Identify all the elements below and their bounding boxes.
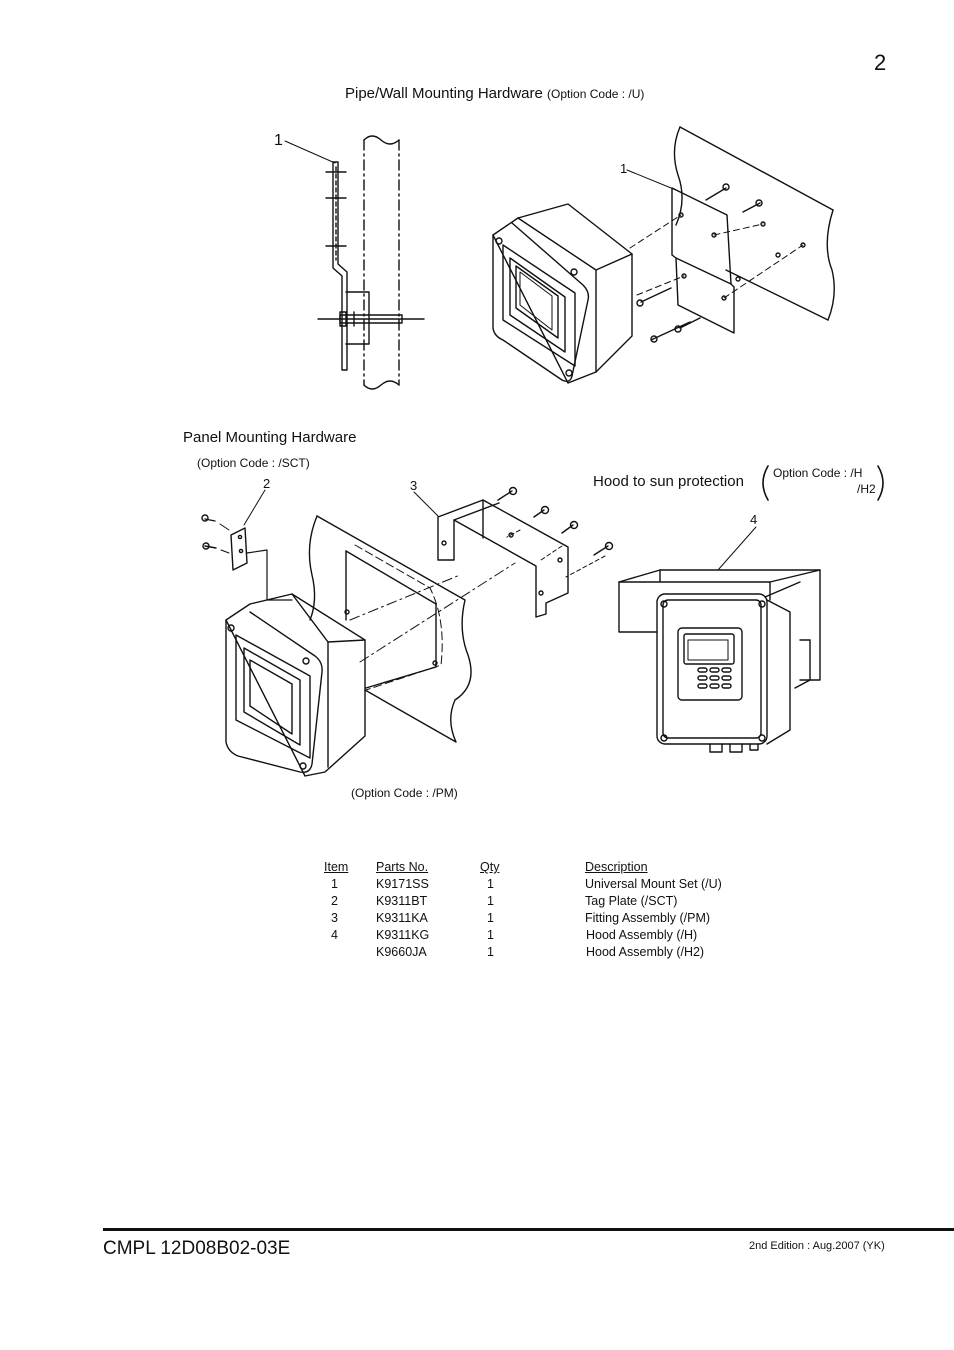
col-header-description: Description [585,860,648,874]
cell-parts-no: K9660JA [376,945,427,959]
callout-3: 3 [410,478,418,493]
cell-parts-no: K9311BT [376,894,428,908]
doc-number: CMPL 12D08B02-03E [103,1238,291,1259]
footer-divider [103,1228,954,1231]
cell-item: 3 [331,911,338,925]
pipe-wall-title: Pipe/Wall Mounting Hardware [345,85,543,102]
panel-mount-drawing [201,486,614,777]
cell-qty: 1 [487,894,494,908]
cell-qty: 1 [487,928,494,942]
cell-item: 1 [331,877,338,891]
callout-1-pipe: 1 [274,132,283,149]
hood-option-code-h2: /H2 [857,482,876,496]
col-header-qty: Qty [480,860,500,874]
cell-parts-no: K9171SS [376,877,429,891]
page-number: 2 [874,50,887,75]
cell-parts-no: K9311KG [376,928,430,942]
panel-option-code-sct: (Option Code : /SCT) [197,456,310,470]
callout-2: 2 [263,476,271,491]
callout-1-wall: 1 [620,161,628,176]
hood-drawing [618,526,821,753]
col-header-parts-no: Parts No. [376,860,429,874]
cell-description: Fitting Assembly (/PM) [585,911,711,925]
callout-4: 4 [750,512,758,527]
hood-title: Hood to sun protection [593,473,744,490]
cell-description: Hood Assembly (/H2) [586,945,705,959]
cell-description: Hood Assembly (/H) [586,928,698,942]
cell-description: Universal Mount Set (/U) [585,877,722,891]
edition-info: 2nd Edition : Aug.2007 (YK) [749,1240,885,1252]
cell-item: 4 [331,928,338,942]
col-header-item: Item [324,860,349,874]
cell-description: Tag Plate (/SCT) [585,894,678,908]
cell-item: 2 [331,894,338,908]
pipe-wall-option-code: (Option Code : /U) [547,87,645,101]
panel-mount-title: Panel Mounting Hardware [183,429,357,446]
panel-option-code-pm: (Option Code : /PM) [351,786,458,800]
pipe-wall-heading: Pipe/Wall Mounting Hardware (Option Code… [345,85,644,102]
pipe-mount-drawing [284,135,425,390]
wall-mount-drawing [492,126,835,384]
cell-qty: 1 [487,911,494,925]
hood-option-code-h: Option Code : /H [773,466,863,480]
cell-qty: 1 [487,945,494,959]
cell-parts-no: K9311KA [376,911,428,925]
cell-qty: 1 [487,877,494,891]
